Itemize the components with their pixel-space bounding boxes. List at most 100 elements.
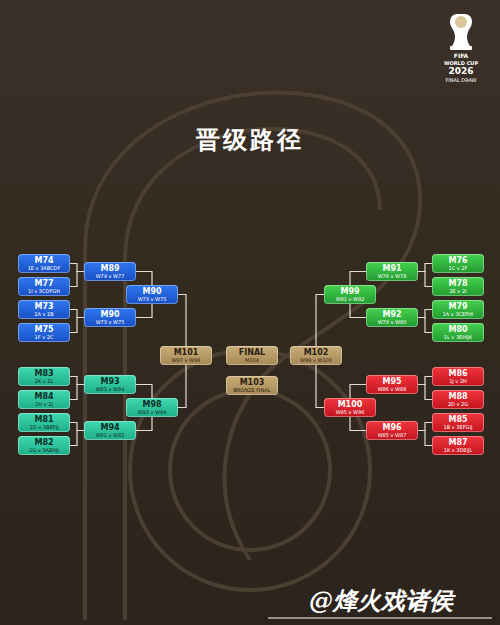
match-detail: W97 v W98: [163, 357, 209, 363]
bracket-line: [418, 385, 432, 400]
bracket-line: [350, 304, 366, 318]
match-detail: 1D v 3BEFIJ: [21, 424, 67, 430]
match-box: M871K v 3DEIJL: [432, 436, 484, 455]
match-box: M782E v 2I: [432, 277, 484, 296]
match-box: M89W74 v W77: [84, 262, 136, 281]
match-number: M103: [229, 378, 275, 387]
match-box: M101W97 v W98: [160, 346, 212, 365]
match-number: M96: [369, 423, 415, 432]
match-box: M95W86 v W88: [366, 375, 418, 394]
match-detail: W76 v W78: [369, 273, 415, 279]
bracket-line: [70, 318, 84, 333]
bracket-line: [316, 295, 324, 347]
match-box: M102W99 v W100: [290, 346, 342, 365]
logo-text: FIFA: [444, 52, 478, 60]
match-box: M801L v 3EHIJK: [432, 323, 484, 342]
match-detail: 2A v 2B: [21, 311, 67, 317]
watermark-underline: [268, 617, 492, 618]
match-detail: W73 v W75: [87, 319, 133, 325]
match-detail: W81 v W82: [87, 432, 133, 438]
match-number: M82: [21, 438, 67, 447]
match-number: M85: [435, 415, 481, 424]
bracket-line: [136, 304, 152, 318]
match-number: M94: [87, 423, 133, 432]
match-number: M83: [21, 369, 67, 378]
match-number: M93: [87, 377, 133, 386]
match-detail: 1B v 3EFGIJ: [435, 424, 481, 430]
match-number: FINAL: [229, 348, 275, 357]
match-detail: 1K v 3DEIJL: [435, 447, 481, 453]
bracket-line: [70, 264, 84, 272]
match-detail: 1H v 2J: [21, 401, 67, 407]
match-box: M811D v 3BEFIJ: [18, 413, 70, 432]
bracket-line: [70, 310, 84, 318]
match-detail: 2K v 2L: [21, 378, 67, 384]
match-number: M90: [129, 287, 175, 296]
match-box: M100W95 v W96: [324, 398, 376, 417]
match-detail: M104: [229, 357, 275, 363]
match-box: M751F v 2C: [18, 323, 70, 342]
match-box: M93W83 v W84: [84, 375, 136, 394]
match-number: M102: [293, 348, 339, 357]
match-detail: 1I v 3CDFGH: [21, 288, 67, 294]
bracket-line: [418, 431, 432, 446]
match-box: FINALM104: [226, 346, 278, 365]
match-detail: W74 v W77: [87, 273, 133, 279]
match-detail: W73 v W75: [129, 296, 175, 302]
match-number: M87: [435, 438, 481, 447]
match-number: M100: [327, 400, 373, 409]
match-box: M861J v 2H: [432, 367, 484, 386]
bracket-line: [70, 377, 84, 385]
match-number: M99: [327, 287, 373, 296]
bracket-line: [418, 264, 432, 272]
match-box: M771I v 3CDFGH: [18, 277, 70, 296]
match-detail: 1A v 3CEFHI: [435, 311, 481, 317]
match-number: M79: [435, 302, 481, 311]
match-detail: 1F v 2C: [21, 334, 67, 340]
match-number: M80: [435, 325, 481, 334]
match-box: M91W76 v W78: [366, 262, 418, 281]
bracket-line: [136, 272, 152, 286]
logo-text: WORLD CUP: [440, 60, 482, 67]
logo-text: 2026: [440, 66, 482, 77]
match-number: M98: [129, 400, 175, 409]
match-number: M81: [21, 415, 67, 424]
match-number: M89: [87, 264, 133, 273]
match-box: M832K v 2L: [18, 367, 70, 386]
match-detail: W93 v W94: [129, 409, 175, 415]
match-number: M86: [435, 369, 481, 378]
match-number: M91: [369, 264, 415, 273]
world-cup-emblem: [450, 14, 472, 50]
match-detail: 1J v 2H: [435, 378, 481, 384]
match-detail: W91 v W92: [327, 296, 373, 302]
match-detail: W95 v W96: [327, 409, 373, 415]
bracket-line: [418, 423, 432, 431]
match-box: M90W73 v W75: [126, 285, 178, 304]
match-detail: W85 v W87: [369, 432, 415, 438]
match-number: M77: [21, 279, 67, 288]
bracket-line: [70, 385, 84, 400]
match-box: M851B v 3EFGIJ: [432, 413, 484, 432]
bracket-line: [418, 318, 432, 333]
match-box: M882D v 2G: [432, 390, 484, 409]
match-box: M96W85 v W87: [366, 421, 418, 440]
match-detail: 2E v 2I: [435, 288, 481, 294]
match-box: M821G v 3AEHIJ: [18, 436, 70, 455]
match-number: M88: [435, 392, 481, 401]
bracket-line: [350, 417, 366, 431]
match-box: M90W73 v W75: [84, 308, 136, 327]
match-number: M90: [87, 310, 133, 319]
match-number: M101: [163, 348, 209, 357]
match-number: M84: [21, 392, 67, 401]
bracket-line: [70, 423, 84, 431]
match-detail: W79 v W80: [369, 319, 415, 325]
bracket-line: [178, 295, 186, 347]
match-detail: 1E v 3ABCDF: [21, 265, 67, 271]
match-detail: BRONZE FINAL: [229, 387, 275, 393]
logo-text: FINAL DRAW: [440, 77, 482, 84]
bracket-line: [70, 431, 84, 446]
match-detail: W99 v W100: [293, 357, 339, 363]
bracket-line: [70, 272, 84, 287]
